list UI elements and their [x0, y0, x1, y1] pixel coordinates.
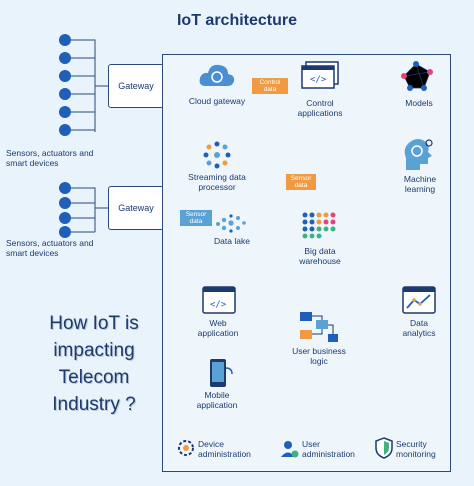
headline-line-1: How IoT is — [49, 313, 139, 334]
data-analytics-icon — [402, 286, 436, 314]
sensor-data-tag-left: Sensor data — [180, 210, 212, 226]
headline-line-3: Telecom — [58, 367, 130, 388]
models-label: Models — [405, 98, 433, 108]
streaming-processor-label: Streaming data processor — [188, 172, 246, 192]
data-analytics-label: Data analytics — [402, 318, 436, 338]
headline-overlay: How IoT is impacting Telecom Industry ? — [24, 310, 164, 418]
security-label: Security monitoring — [396, 439, 436, 459]
gateway-top[interactable]: Gateway — [108, 64, 164, 108]
headline-line-4: Industry ? — [52, 394, 136, 415]
models-icon — [401, 61, 433, 91]
sensors-label-bottom: Sensors, actuators and smart devices — [6, 238, 94, 258]
cloud-gateway-icon — [199, 64, 235, 86]
machine-learning-icon — [404, 139, 433, 170]
web-application-icon: </> — [202, 286, 236, 314]
device-admin-icon — [178, 440, 194, 456]
big-data-warehouse-icon — [302, 212, 336, 239]
big-data-warehouse-label: Big data warehouse — [299, 246, 341, 266]
svg-text:</>: </> — [310, 75, 327, 85]
sensors-label-top: Sensors, actuators and smart devices — [6, 148, 94, 168]
security-shield-icon — [375, 437, 393, 459]
data-lake-icon — [216, 214, 246, 233]
gateway-bottom[interactable]: Gateway — [108, 186, 164, 230]
sensor-data-tag-right: Sensor data — [286, 174, 316, 190]
cloud-gateway-label: Cloud gateway — [188, 96, 246, 106]
streaming-processor-icon — [203, 141, 231, 169]
mobile-application-icon — [210, 359, 233, 387]
architecture-frame — [162, 54, 451, 472]
user-business-logic-label: User business logic — [292, 346, 346, 366]
mobile-application-label: Mobile application — [196, 390, 238, 410]
device-admin-label: Device administration — [198, 439, 251, 459]
control-data-tag: Control data — [252, 78, 288, 94]
svg-text:</>: </> — [210, 300, 227, 310]
control-applications-label: Control applications — [297, 98, 343, 118]
machine-learning-label: Machine learning — [403, 174, 437, 194]
diagram-title: IoT architecture — [176, 12, 298, 29]
data-lake-label: Data lake — [214, 236, 250, 246]
user-admin-icon — [281, 441, 299, 458]
user-admin-label: User administration — [302, 439, 355, 459]
web-application-label: Web application — [197, 318, 239, 338]
user-business-logic-icon — [300, 312, 338, 342]
headline-line-2: impacting — [53, 340, 135, 361]
control-applications-icon: </> — [301, 61, 339, 89]
